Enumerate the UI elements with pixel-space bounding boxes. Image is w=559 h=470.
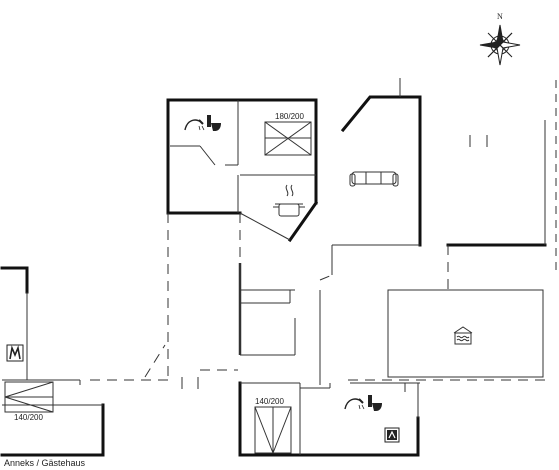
compass-north-label: N	[497, 12, 503, 21]
bed-icon-top	[264, 121, 312, 156]
compass-rose-icon	[479, 24, 521, 66]
sauna-icon	[6, 344, 24, 362]
sofa-icon	[349, 171, 399, 187]
shower-icon	[344, 398, 365, 410]
shower-icon	[184, 119, 205, 131]
bed-size-label: 140/200	[14, 413, 43, 422]
pool-icon	[453, 326, 473, 345]
annex-caption: Anneks / Gästehaus	[4, 458, 86, 468]
toilet-icon	[207, 115, 221, 131]
bed-size-label: 180/200	[275, 112, 304, 121]
toilet-icon	[368, 395, 382, 411]
washing-machine-icon	[384, 427, 400, 443]
terrace-outline	[90, 213, 545, 381]
cooking-pot-icon	[273, 184, 305, 217]
bed-icon-annex	[4, 381, 54, 413]
walls	[0, 95, 547, 457]
bed-size-label: 140/200	[255, 397, 284, 406]
bed-icon-bottom	[254, 406, 292, 454]
partitions	[2, 78, 557, 455]
pool	[387, 289, 544, 378]
